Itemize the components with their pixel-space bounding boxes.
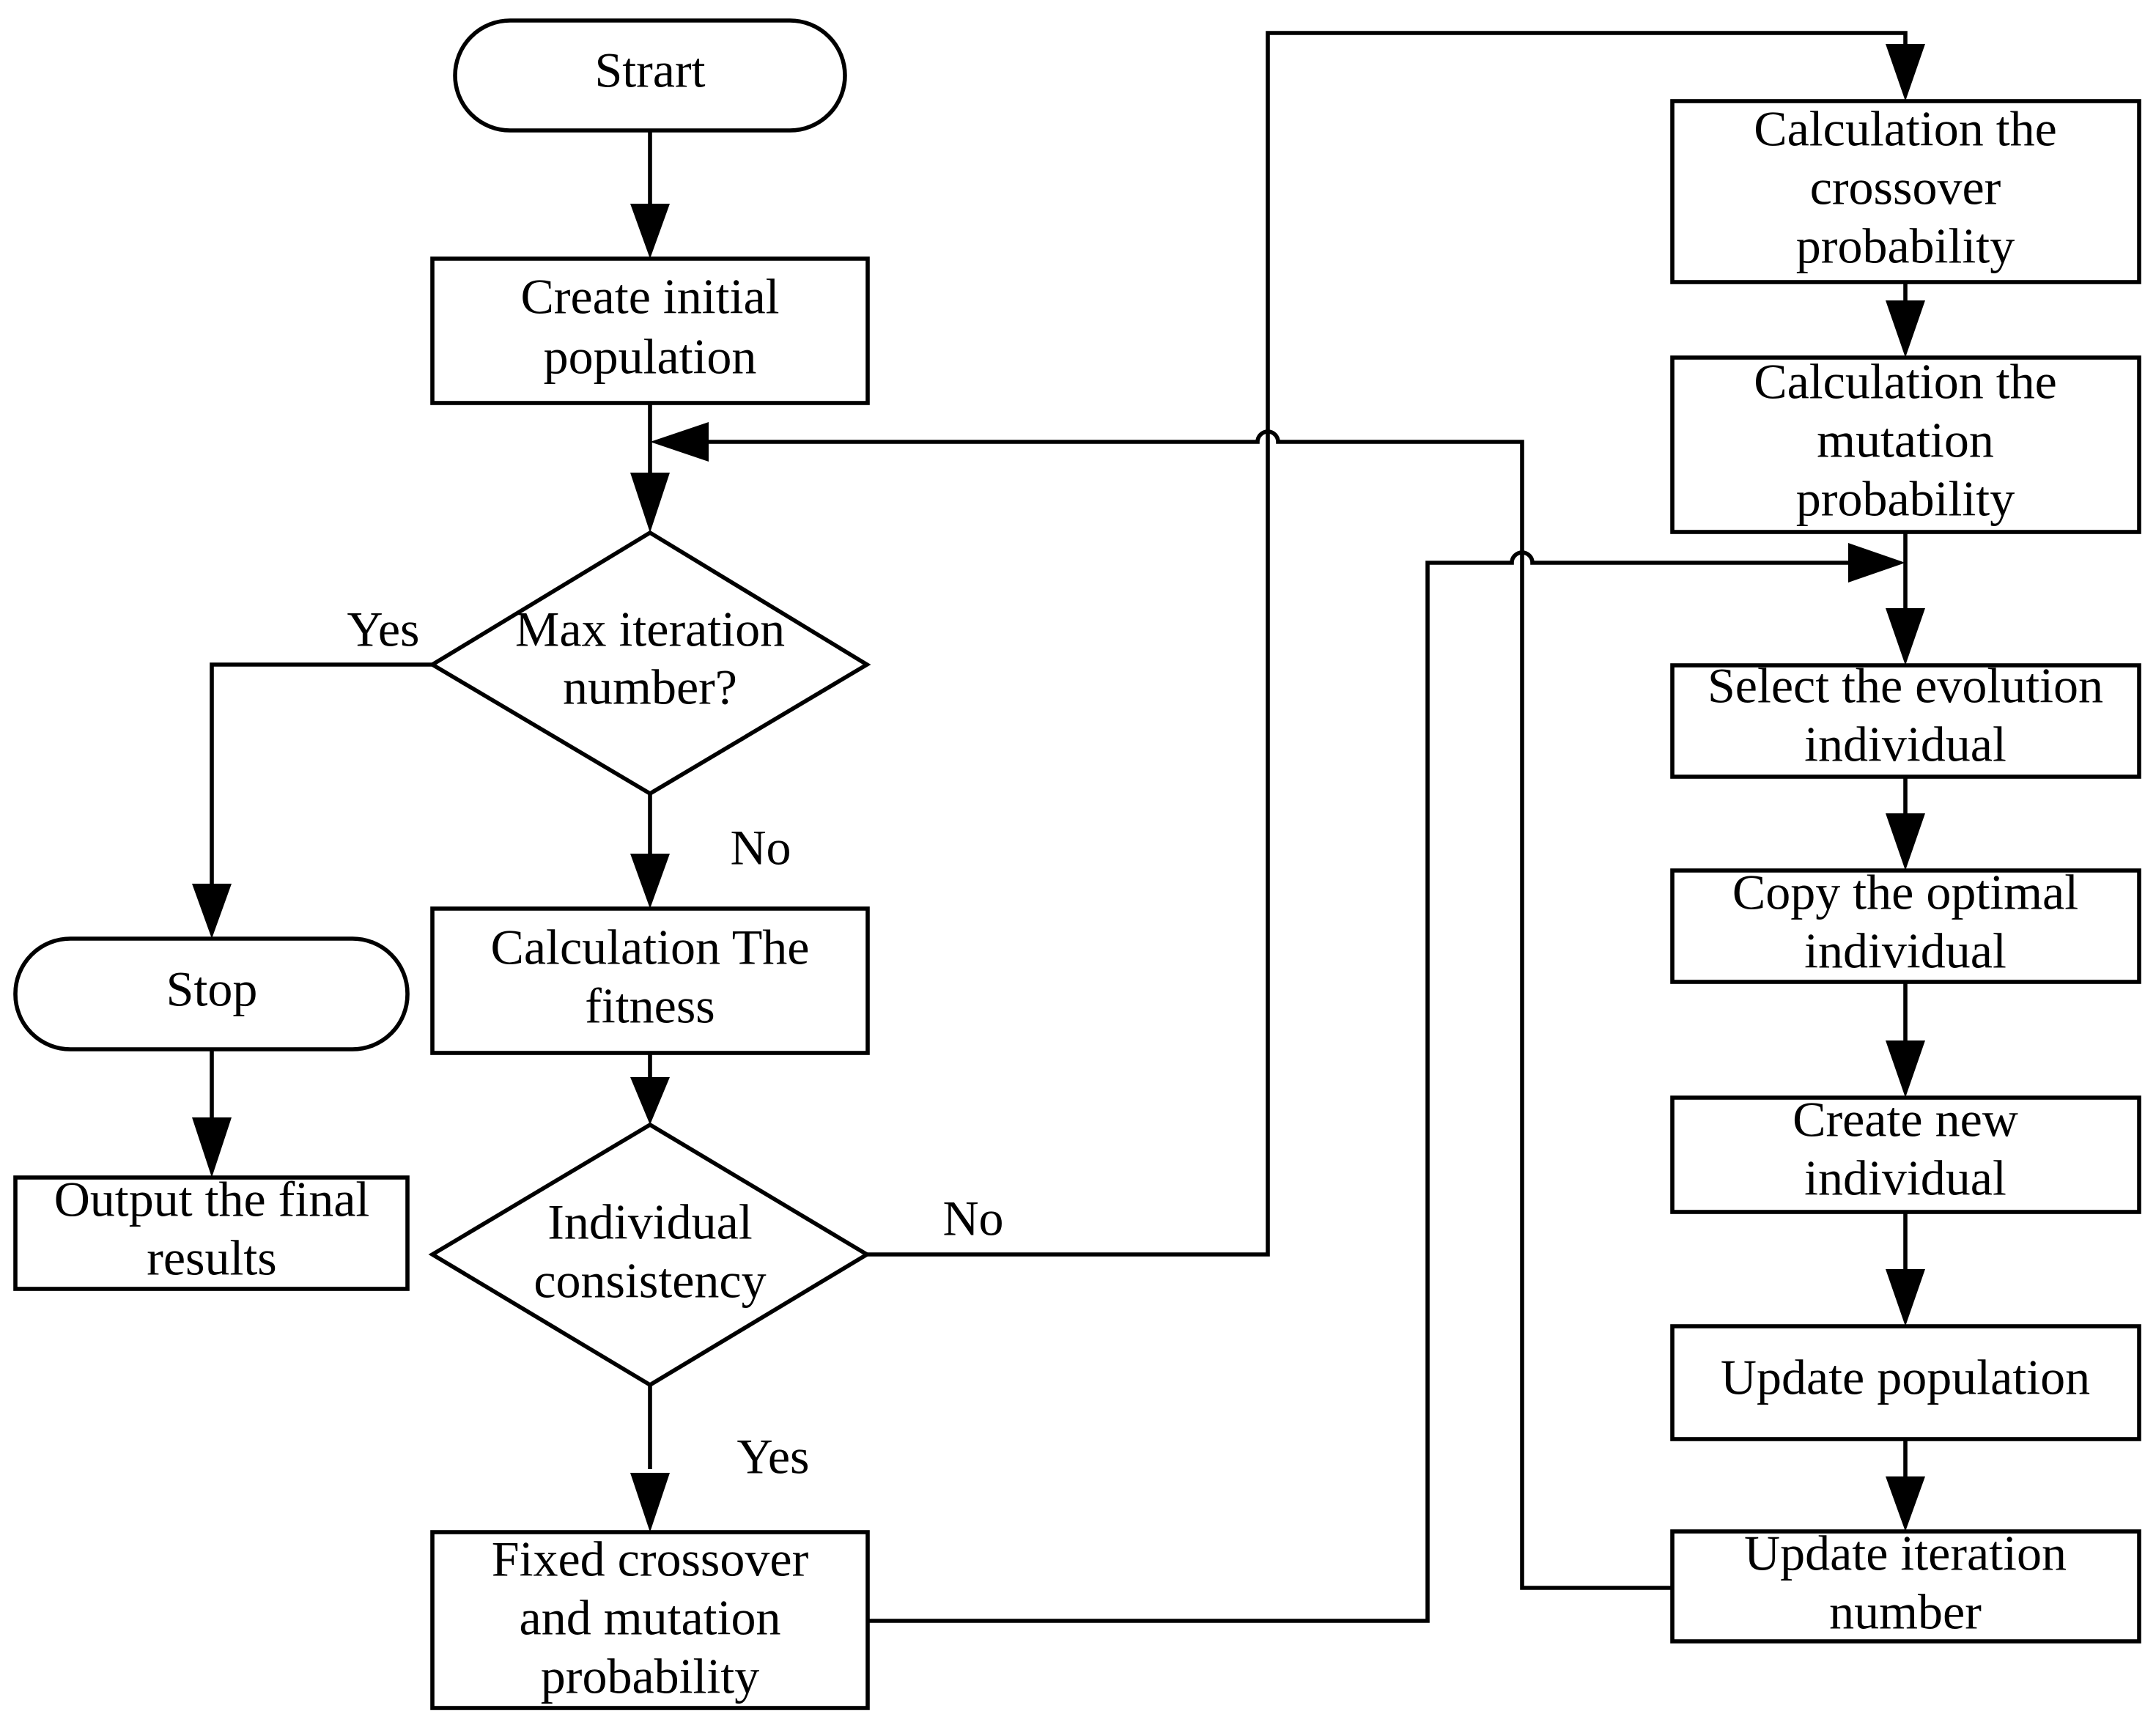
create-new-individual-node: Create new individual xyxy=(1670,1092,2141,1214)
calc-mutation-label-line-3: probability xyxy=(1796,471,2015,527)
edge-label-max-no: No xyxy=(730,820,791,876)
edge-fixed-to-select xyxy=(867,550,1854,1623)
update-population-node: Update population xyxy=(1670,1324,2141,1441)
create-initial-label-line-1: Create initial xyxy=(520,269,779,325)
create-new-label-line-2: individual xyxy=(1804,1150,2007,1206)
individual-consistency-decision: Individual consistency xyxy=(428,1122,871,1388)
arrowhead-update-population xyxy=(1886,1269,1925,1326)
arrowhead-create xyxy=(630,204,670,259)
edge-consistency-no-to-crossover xyxy=(867,31,1908,1257)
output-label-line-1: Output the final xyxy=(54,1172,370,1227)
start-node: Strart xyxy=(453,18,847,133)
calc-crossover-label-line-1: Calculation the xyxy=(1754,101,2057,157)
stop-label: Stop xyxy=(166,961,258,1017)
fixed-label-line-1: Fixed crossover xyxy=(492,1531,809,1587)
copy-label-line-1: Copy the optimal xyxy=(1732,865,2078,920)
calculation-fitness-node: Calculation The fitness xyxy=(430,906,870,1055)
arrowhead-mutation xyxy=(1886,300,1925,358)
create-new-label-line-1: Create new xyxy=(1793,1092,2018,1147)
consistency-label-line-1: Individual xyxy=(547,1194,753,1250)
connectors xyxy=(210,31,1908,1623)
calc-crossover-label-line-2: crossover xyxy=(1810,160,2001,215)
calc-crossover-label-line-3: probability xyxy=(1796,218,2015,274)
max-iteration-decision: Max iteration number? xyxy=(428,530,871,796)
update-iteration-label-line-2: number xyxy=(1829,1584,1982,1640)
calc-fitness-label-line-2: fitness xyxy=(585,978,715,1034)
copy-optimal-individual-node: Copy the optimal individual xyxy=(1670,865,2141,984)
arrowhead-output xyxy=(192,1117,232,1178)
copy-label-line-2: individual xyxy=(1804,923,2007,979)
arrowhead-create-new xyxy=(1886,1040,1925,1098)
update-iteration-number-node: Update iteration number xyxy=(1670,1526,2141,1644)
consistency-label-line-2: consistency xyxy=(534,1253,766,1309)
calc-mutation-label-line-1: Calculation the xyxy=(1754,354,2057,410)
arrowhead-fixed xyxy=(630,1473,670,1532)
arrowhead-consistency xyxy=(630,1077,670,1125)
edge-label-max-yes: Yes xyxy=(347,602,420,657)
update-iteration-label-line-1: Update iteration xyxy=(1744,1526,2067,1581)
edge-label-consistency-yes: Yes xyxy=(737,1429,810,1485)
fixed-label-line-2: and mutation xyxy=(520,1590,781,1646)
output-label-line-2: results xyxy=(147,1230,277,1286)
arrowhead-copy xyxy=(1886,813,1925,870)
stop-node: Stop xyxy=(13,936,410,1051)
select-label-line-2: individual xyxy=(1804,717,2007,772)
max-iteration-label-line-1: Max iteration xyxy=(515,602,785,657)
select-label-line-1: Select the evolution xyxy=(1708,658,2103,714)
arrowhead-stop xyxy=(192,884,232,939)
fixed-crossover-mutation-node: Fixed crossover and mutation probability xyxy=(430,1530,870,1710)
select-evolution-individual-node: Select the evolution individual xyxy=(1670,658,2141,779)
arrowhead-loopback xyxy=(650,422,709,462)
arrowhead-crossover xyxy=(1886,44,1925,101)
output-results-node: Output the final results xyxy=(13,1172,410,1291)
arrowhead-update-iteration xyxy=(1886,1476,1925,1531)
arrowhead-merge xyxy=(1848,543,1905,583)
edge-label-consistency-no: No xyxy=(942,1191,1003,1246)
calculation-mutation-node: Calculation the mutation probability xyxy=(1670,354,2141,534)
calc-fitness-label-line-1: Calculation The xyxy=(491,920,810,975)
create-initial-population-node: Create initial population xyxy=(430,256,870,405)
calc-mutation-label-line-2: mutation xyxy=(1817,413,1994,468)
start-label: Strart xyxy=(594,42,705,98)
edge-iteration-loopback xyxy=(700,429,1672,1590)
max-iteration-label-line-2: number? xyxy=(563,659,737,715)
calculation-crossover-node: Calculation the crossover probability xyxy=(1670,99,2141,284)
update-population-label: Update population xyxy=(1721,1350,2090,1405)
arrowhead-fitness xyxy=(630,854,670,909)
edge-max-yes-to-stop xyxy=(210,662,432,894)
create-initial-label-line-2: population xyxy=(544,329,757,385)
fixed-label-line-3: probability xyxy=(541,1649,759,1704)
arrowhead-select xyxy=(1886,608,1925,665)
arrowhead-max-iteration xyxy=(630,473,670,533)
arrowheads xyxy=(192,44,1925,1532)
